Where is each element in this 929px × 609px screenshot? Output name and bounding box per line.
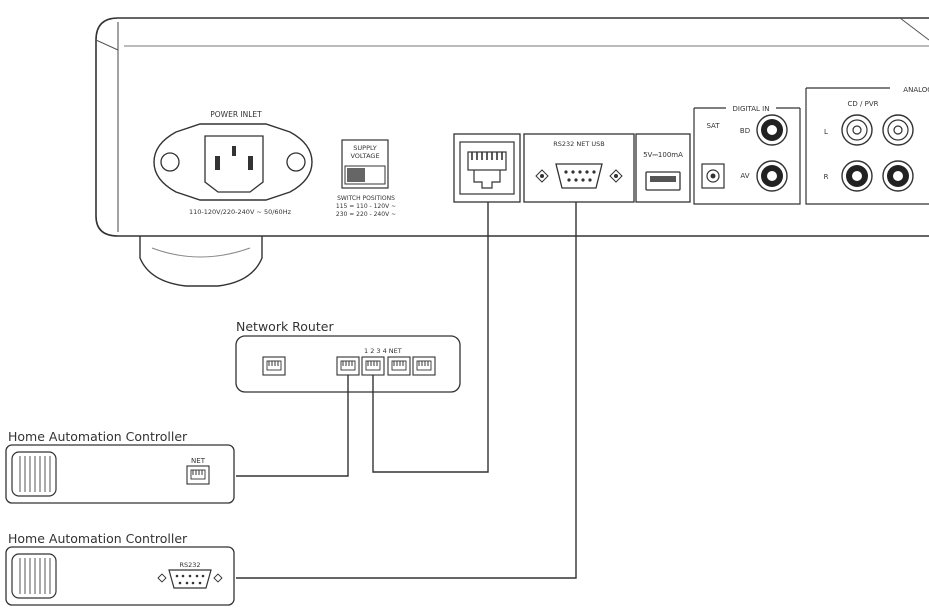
device-rs232-port: RS232 NET USB [523,133,635,203]
power-inlet-label: POWER INLET [210,110,262,119]
usb-label: 5V⎓100mA [643,151,683,159]
network-router: Network Router 1 2 3 4 NET [235,319,461,393]
analog-inputs: ANALOG CD / PVR L R [805,86,929,205]
router-ports-label: 1 2 3 4 NET [364,347,402,355]
switch-positions-title: SWITCH POSITIONS [337,195,395,202]
controller-serial-port [157,569,223,589]
io-label: RS232 NET USB [553,140,604,148]
router-port-3 [387,356,411,376]
supply-label-1: SUPPLY [353,144,376,152]
controller-rs232-title: Home Automation Controller [8,531,188,546]
controller-net-title: Home Automation Controller [8,429,188,444]
switch-positions-line-1: 115 = 110 - 120V ~ [336,203,396,210]
router-port-2 [361,356,385,376]
cd-pvr-label: CD / PVR [848,100,879,108]
cable-device-rs232-to-controller [236,202,577,579]
supply-label-2: VOLTAGE [350,152,379,160]
controller-rs232-port-label: RS232 [179,561,200,569]
device-foot [139,232,263,287]
router-port-1 [336,356,360,376]
power-rating-label: 110-120V/220-240V ~ 50/60Hz [189,208,292,216]
digital-in-label: DIGITAL IN [733,105,770,113]
cable-device-ethernet-to-router [372,202,489,473]
router-port-4 [412,356,436,376]
cable-router-to-controller-net [236,375,349,477]
home-automation-controller-rs232: Home Automation Controller RS232 [5,531,235,606]
sat-label: SAT [706,122,720,130]
router-title: Network Router [236,319,334,334]
bd-label: BD [740,127,750,135]
controller-ethernet-port [186,465,210,485]
switch-positions-line-2: 230 = 220 - 240V ~ [336,211,396,218]
power-inlet: POWER INLET 110-120V/220-240V ~ 50/60Hz [153,110,313,216]
router-port-uplink [262,356,286,376]
controller-net-port-label: NET [191,457,206,465]
right-channel-label: R [824,173,829,181]
digital-inputs: DIGITAL IN SAT BD AV [693,105,801,205]
home-automation-controller-net: Home Automation Controller NET [5,429,235,504]
device-usb-port: 5V⎓100mA [635,133,691,203]
analog-label: ANALOG [903,86,929,94]
left-channel-label: L [824,128,828,136]
device-ethernet-port [453,133,521,203]
supply-voltage-switch: SUPPLY VOLTAGE SWITCH POSITIONS 115 = 11… [336,139,396,218]
av-label: AV [740,172,749,180]
